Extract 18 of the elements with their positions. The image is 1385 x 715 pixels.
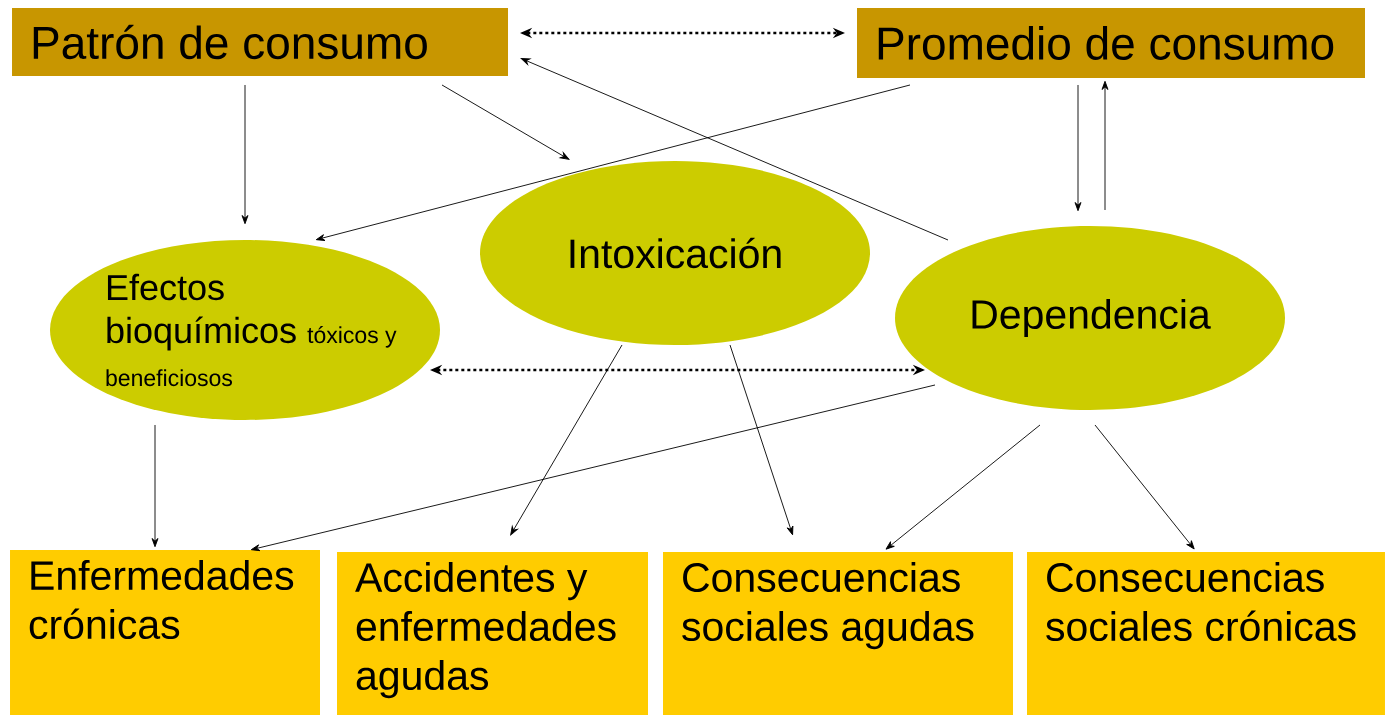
category-box: Enfermedades crónicas <box>10 550 320 715</box>
category-box: Consecuencias sociales agudas <box>663 552 1013 715</box>
arrow <box>441 84 570 160</box>
arrow <box>729 344 794 536</box>
category-box: Patrón de consumo <box>12 8 508 76</box>
arrow <box>241 84 249 225</box>
category-box: Promedio de consumo <box>857 8 1365 78</box>
arrow <box>885 424 1041 550</box>
arrow <box>510 344 623 536</box>
arrow <box>1074 84 1082 212</box>
category-box: Consecuencias sociales crónicas <box>1027 552 1385 715</box>
arrow <box>1094 424 1195 550</box>
category-box: Accidentes y enfermedades agudas <box>337 552 648 715</box>
arrow <box>315 84 911 241</box>
arrow <box>250 384 936 552</box>
arrow <box>520 58 949 241</box>
arrow <box>151 424 159 548</box>
arrow <box>1101 80 1109 211</box>
